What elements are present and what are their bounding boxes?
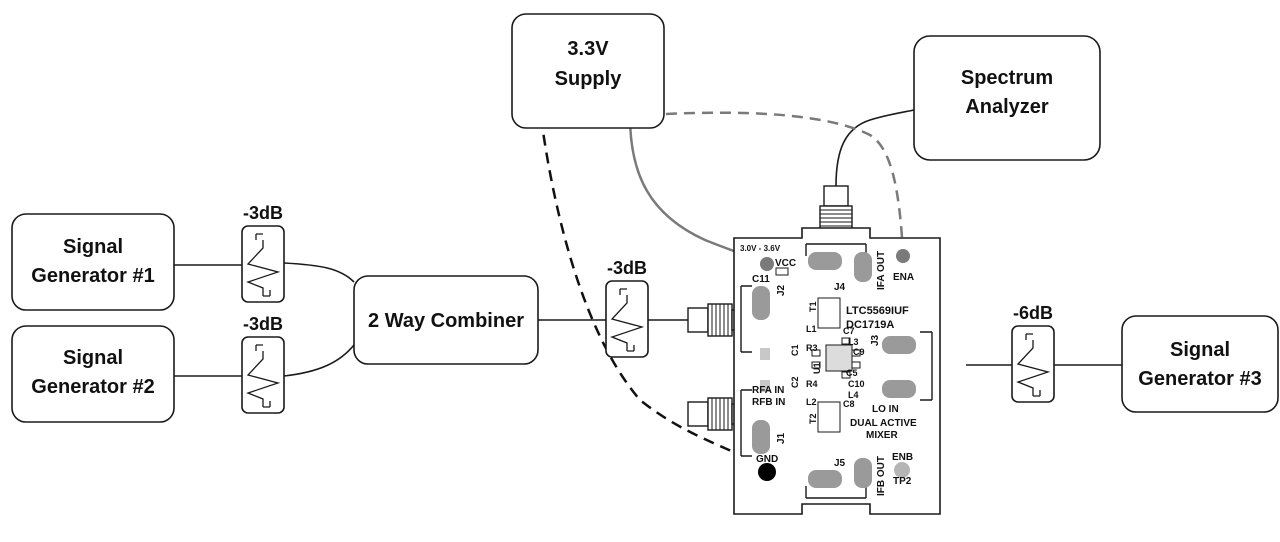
signal-generator-3-block[interactable]: Signal Generator #3 xyxy=(1121,315,1279,413)
u1-label: U1 xyxy=(812,362,822,374)
l2-label: L2 xyxy=(806,397,817,407)
gen1-label-line1: Signal xyxy=(63,236,123,258)
attenuator-2-value: -3dB xyxy=(243,314,283,334)
j5-label: J5 xyxy=(834,458,846,469)
demo-board-label: DC1719A xyxy=(846,319,894,331)
supply-label-line1: 3.3V xyxy=(567,38,609,60)
wire-att1-combiner xyxy=(283,262,355,283)
rfb-in-label: RFB IN xyxy=(752,397,785,408)
attenuator-4-value: -6dB xyxy=(1013,303,1053,323)
wire-supply-gnd xyxy=(539,116,768,472)
c5-label: C5 xyxy=(846,368,858,378)
demo-board: 3.0V - 3.6V VCC C11 ENA LTC5569IUF DC171… xyxy=(733,227,941,515)
c8-label: C8 xyxy=(843,399,855,409)
vcc-terminal[interactable] xyxy=(760,257,774,271)
c7-label: C7 xyxy=(843,326,855,336)
ena-terminal[interactable] xyxy=(896,249,910,263)
c11-label: C11 xyxy=(752,274,770,285)
description-line2: MIXER xyxy=(866,430,898,441)
sma-connector-j1[interactable] xyxy=(687,397,741,431)
gnd-label: GND xyxy=(756,454,778,465)
part-number-label: LTC5569IUF xyxy=(846,305,909,317)
board-pads xyxy=(752,252,916,488)
j4-label: J4 xyxy=(834,282,846,293)
enb-label: ENB xyxy=(892,452,913,463)
voltage-range-label: 3.0V - 3.6V xyxy=(740,244,781,253)
c10-label: C10 xyxy=(848,379,865,389)
vcc-label: VCC xyxy=(775,258,796,269)
ifb-out-label: IFB OUT xyxy=(876,456,887,496)
spectrum-analyzer-label-line2: Analyzer xyxy=(965,96,1049,118)
board-labels: 3.0V - 3.6V VCC C11 ENA LTC5569IUF DC171… xyxy=(740,244,917,496)
wire-att2-combiner xyxy=(283,344,355,377)
attenuator-3-value: -3dB xyxy=(607,258,647,278)
ena-label: ENA xyxy=(893,272,914,283)
t1-label: T1 xyxy=(808,301,818,312)
j2-label: J2 xyxy=(776,284,787,296)
t2-label: T2 xyxy=(808,413,818,424)
gen2-label-line1: Signal xyxy=(63,347,123,369)
supply-label-line2: Supply xyxy=(555,68,623,90)
gen2-label-line2: Generator #2 xyxy=(31,376,154,398)
l1-label: L1 xyxy=(806,324,817,334)
lo-in-label: LO IN xyxy=(872,404,899,415)
supply-block[interactable]: 3.3V Supply xyxy=(511,13,665,129)
combiner-label: 2 Way Combiner xyxy=(368,310,524,332)
sma-connector-j2[interactable] xyxy=(687,303,741,337)
c9-label: C9 xyxy=(853,347,865,357)
gnd-terminal[interactable] xyxy=(758,463,776,481)
attenuator-1[interactable]: -3dB xyxy=(241,203,285,303)
attenuator-2[interactable]: -3dB xyxy=(241,314,285,414)
gen3-label-line2: Generator #3 xyxy=(1138,368,1261,390)
gen1-label-line2: Generator #1 xyxy=(31,265,154,287)
spectrum-analyzer-label-line1: Spectrum xyxy=(961,67,1053,89)
board-launch-rails xyxy=(740,243,933,499)
r3-label: R3 xyxy=(806,343,818,353)
c1-label: C1 xyxy=(790,344,800,356)
spectrum-analyzer-block[interactable]: Spectrum Analyzer xyxy=(913,35,1101,161)
l4-label: L4 xyxy=(848,390,859,400)
gen3-label-line1: Signal xyxy=(1170,339,1230,361)
board-components xyxy=(775,267,861,433)
wire-supply-ena xyxy=(629,111,905,253)
signal-generator-2-block[interactable]: Signal Generator #2 xyxy=(11,325,175,423)
tp2-pad[interactable] xyxy=(894,462,910,478)
j1-label: J1 xyxy=(776,432,787,444)
attenuator-1-value: -3dB xyxy=(243,203,283,223)
c2-label: C2 xyxy=(790,376,800,388)
attenuator-3[interactable]: -3dB xyxy=(605,258,649,358)
attenuator-4[interactable]: -6dB xyxy=(1011,303,1055,403)
signal-generator-1-block[interactable]: Signal Generator #1 xyxy=(11,213,175,311)
tp2-label: TP2 xyxy=(893,476,912,487)
r4-label: R4 xyxy=(806,379,818,389)
description-line1: DUAL ACTIVE xyxy=(850,418,917,429)
l3-label: L3 xyxy=(848,337,859,347)
combiner-block[interactable]: 2 Way Combiner xyxy=(353,275,539,365)
ifa-out-label: IFA OUT xyxy=(876,251,887,290)
wire-j4-analyzer xyxy=(835,109,915,187)
j3-label: J3 xyxy=(870,334,881,346)
rfa-in-label: RFA IN xyxy=(752,385,784,396)
